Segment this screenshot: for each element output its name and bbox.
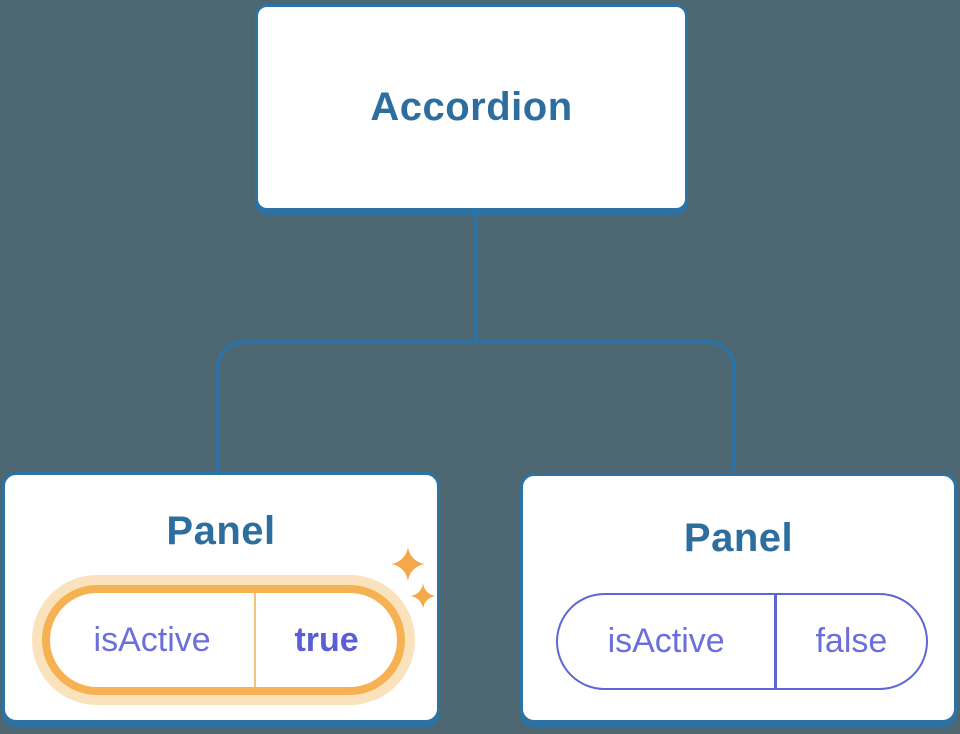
sparkle-icon-large: [391, 547, 425, 581]
panel-title: Panel: [166, 509, 276, 553]
state-value: true: [294, 620, 359, 659]
state-name: isActive: [93, 620, 211, 659]
connector-stem: [473, 215, 478, 344]
pill-divider: [774, 595, 777, 688]
accordion-node: Accordion: [255, 4, 688, 211]
sparkle-icon-small: [410, 583, 436, 609]
panel-title: Panel: [683, 516, 794, 560]
connector-branch: [216, 340, 736, 472]
sparkle-icon: [391, 547, 436, 609]
pill-divider: [254, 593, 257, 687]
state-name: isActive: [607, 622, 725, 660]
state-value: false: [815, 622, 888, 660]
state-pill-inactive: isActive false: [556, 593, 928, 690]
panel-node-inactive: Panel isActive false: [520, 473, 957, 723]
accordion-node-label: Accordion: [370, 85, 573, 129]
panel-node-active: Panel isActive true: [2, 472, 440, 723]
state-pill-active: isActive true: [42, 585, 405, 695]
